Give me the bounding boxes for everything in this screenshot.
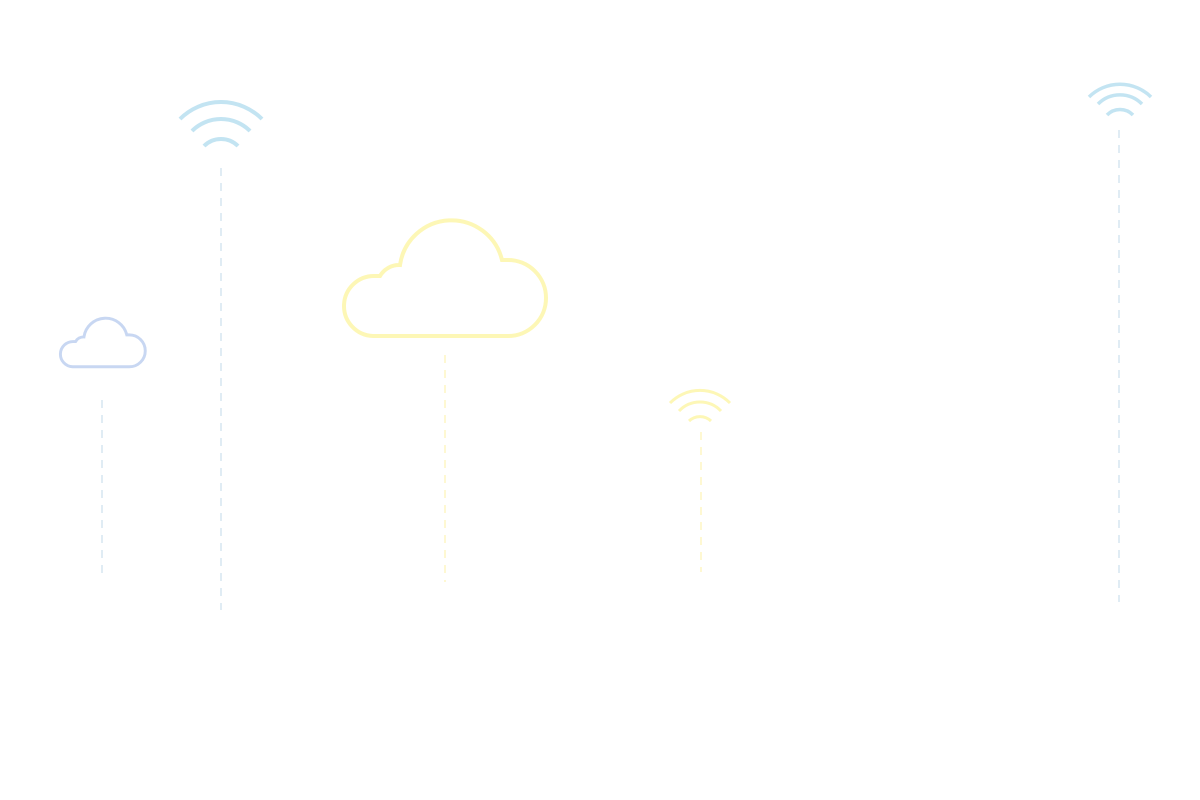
wifi-icon-yellow [668,388,732,423]
cloud-icon-small [58,316,147,369]
cloud-icon-large [341,218,548,338]
wifi-icon-left [178,100,264,148]
wifi-icon-right [1087,82,1153,117]
